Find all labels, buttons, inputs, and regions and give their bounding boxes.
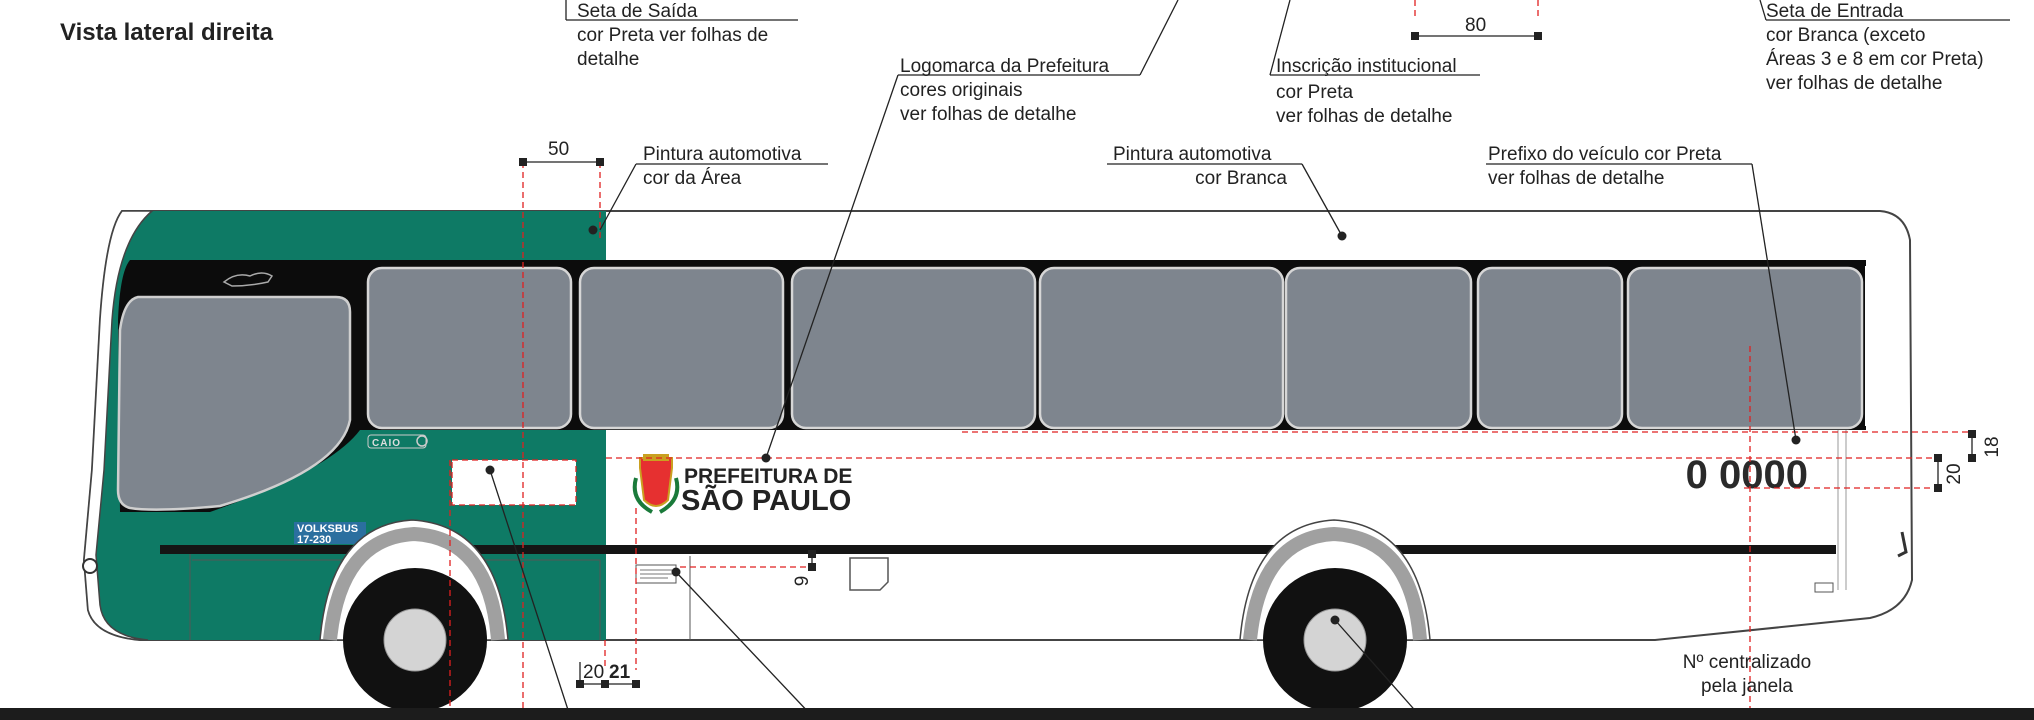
ground-line: [0, 708, 2034, 720]
dimension-9-label: 9: [792, 576, 813, 587]
callout-inscription: Inscrição institucional cor Preta ver fo…: [1276, 56, 1457, 127]
side-window-1: [366, 266, 573, 430]
dimension-20-bottom-label: 20: [583, 662, 604, 683]
exit-arrow-area: [451, 459, 577, 506]
volksbus-badge-line1: VOLKSBUS: [297, 523, 358, 535]
dimension-guides: [449, 0, 1976, 716]
windshield: [116, 295, 352, 511]
callout-paint-area: Pintura automotiva cor da Área: [643, 144, 802, 189]
callout-exit-arrow: Seta de Saída cor Preta ver folhas de de…: [577, 1, 768, 70]
svg-text:cor Branca (exceto: cor Branca (exceto: [1766, 25, 1925, 46]
dimension-9: 9: [792, 550, 816, 586]
side-window-6: [1476, 266, 1624, 430]
dimension-18-label: 18: [1982, 436, 2003, 457]
svg-text:Prefixo do veículo cor Preta: Prefixo do veículo cor Preta: [1488, 144, 1722, 165]
diagram-heading: Vista lateral direita: [60, 19, 274, 46]
dimension-50-label: 50: [548, 139, 569, 160]
front-hubcap: [383, 608, 447, 672]
dimension-20-right-label: 20: [1944, 463, 1965, 484]
dimension-20-21: 20 21: [576, 662, 640, 688]
caio-badge-plate: [367, 434, 427, 449]
svg-text:cor Preta ver folhas de: cor Preta ver folhas de: [577, 25, 768, 46]
svg-text:cor da Área: cor da Área: [643, 168, 742, 189]
city-logo-line1: PREFEITURA DE: [684, 465, 852, 488]
side-window-5: [1284, 266, 1473, 430]
svg-text:Seta de Entrada: Seta de Entrada: [1766, 1, 1904, 22]
svg-text:cor Branca: cor Branca: [1195, 168, 1287, 189]
svg-text:ver folhas de detalhe: ver folhas de detalhe: [1766, 73, 1942, 94]
dimension-50: 50: [519, 139, 604, 166]
svg-text:detalhe: detalhe: [577, 49, 639, 70]
dimension-18: 18: [1968, 430, 2003, 462]
side-window-4: [1038, 266, 1285, 430]
city-logo-line2: SÃO PAULO: [681, 483, 851, 517]
dimension-20-right: 20: [1934, 454, 1965, 492]
side-stripe: [160, 545, 1836, 554]
volksbus-badge-line2: 17-230: [297, 534, 331, 546]
caio-badge: CAIO: [372, 438, 401, 449]
callout-prefix: Prefixo do veículo cor Preta ver folhas …: [1488, 144, 1722, 189]
bus-body: CAIO VOLKSBUS 17-230: [82, 210, 1914, 641]
svg-text:cor Preta: cor Preta: [1276, 82, 1354, 103]
volksbus-badge-plate: [294, 522, 366, 544]
rear-mirror: [1897, 531, 1908, 558]
callout-number-centered: Nº centralizado pela janela: [1683, 652, 1811, 697]
caio-script-logo: [222, 272, 274, 287]
svg-text:Pintura automotiva: Pintura automotiva: [643, 144, 802, 165]
svg-text:ver folhas de detalhe: ver folhas de detalhe: [1488, 168, 1664, 189]
rear-hubcap: [1303, 608, 1367, 672]
side-window-2: [578, 266, 785, 430]
city-crest-icon: [639, 457, 673, 507]
svg-text:Áreas 3 e 8 em cor Preta): Áreas 3 e 8 em cor Preta): [1766, 49, 1984, 70]
svg-text:ver folhas de detalhe: ver folhas de detalhe: [1276, 106, 1452, 127]
svg-text:Nº centralizado: Nº centralizado: [1683, 652, 1811, 673]
tow-hook: [82, 558, 98, 574]
side-window-3: [790, 266, 1037, 430]
front-nose: [83, 210, 155, 641]
dimension-21-label: 21: [609, 662, 631, 683]
rear-marker-light: [1814, 582, 1834, 593]
svg-text:ver folhas de detalhe: ver folhas de detalhe: [900, 104, 1076, 125]
svg-text:Logomarca da Prefeitura: Logomarca da Prefeitura: [900, 56, 1110, 77]
svg-text:Seta de Saída: Seta de Saída: [577, 1, 698, 22]
callout-city-logo: Logomarca da Prefeitura cores originais …: [900, 56, 1110, 125]
svg-text:pela janela: pela janela: [1701, 676, 1793, 697]
dimension-80: 80: [1411, 15, 1542, 40]
svg-text:cores originais: cores originais: [900, 80, 1023, 101]
dimension-80-label: 80: [1465, 15, 1486, 36]
side-window-7: [1626, 266, 1864, 430]
svg-text:Pintura automotiva: Pintura automotiva: [1113, 144, 1272, 165]
callout-paint-white: Pintura automotiva cor Branca: [1113, 144, 1287, 189]
fuel-door: [849, 557, 889, 591]
front-wheel-assembly: [319, 519, 509, 712]
svg-text:Inscrição institucional: Inscrição institucional: [1276, 56, 1457, 77]
vehicle-prefix-number: 0 0000: [1686, 453, 1808, 497]
leader-lines: [485, 0, 2010, 717]
callout-entry-arrow: Seta de Entrada cor Branca (exceto Áreas…: [1766, 1, 1984, 94]
rear-wheel-assembly: [1239, 519, 1431, 712]
